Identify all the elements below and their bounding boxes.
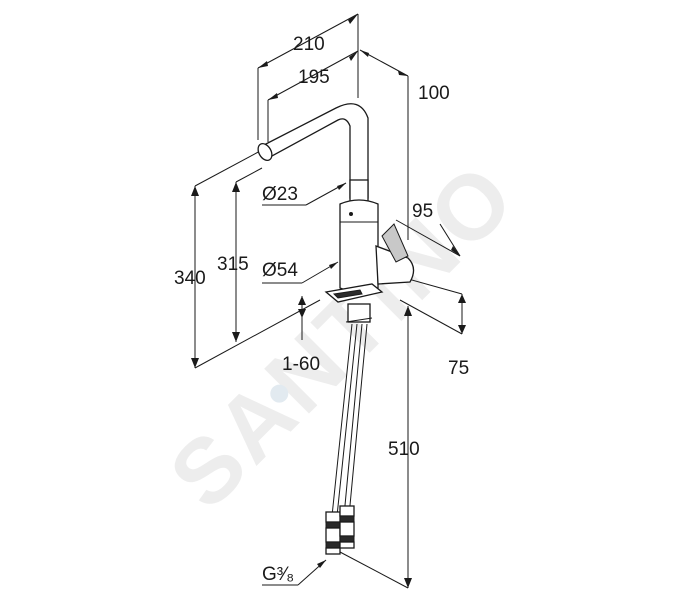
faucet — [257, 103, 415, 323]
mounting-stud — [347, 303, 371, 323]
dim-340: 340 — [174, 268, 206, 289]
dim-510: 510 — [388, 439, 420, 460]
dim-210: 210 — [293, 34, 325, 55]
dim-315: 315 — [217, 254, 249, 275]
spout-outlet — [257, 142, 273, 162]
svg-text:SANTINO: SANTINO — [151, 143, 536, 528]
hose-left — [331, 323, 353, 517]
dim-75: 75 — [448, 358, 469, 379]
dim-spout-diameter: Ø23 — [262, 184, 298, 205]
dim-100: 100 — [418, 83, 450, 104]
dim-1-60: 1-60 — [282, 354, 320, 375]
supply-hoses — [325, 323, 368, 555]
lever-hub — [375, 245, 415, 285]
dim-95: 95 — [412, 201, 433, 222]
hose-right — [343, 323, 363, 517]
body-cylinder — [339, 199, 379, 293]
lever — [381, 223, 409, 263]
hose-connectors — [325, 505, 355, 555]
dim-195: 195 — [298, 67, 330, 88]
dim-body-diameter: Ø54 — [262, 260, 298, 281]
watermark: SANTINO — [151, 143, 536, 528]
dimension-labels: 210 195 100 Ø23 95 340 315 Ø54 1-60 75 5… — [174, 34, 469, 585]
dim-connection-thread: G³⁄₈ — [262, 564, 294, 585]
